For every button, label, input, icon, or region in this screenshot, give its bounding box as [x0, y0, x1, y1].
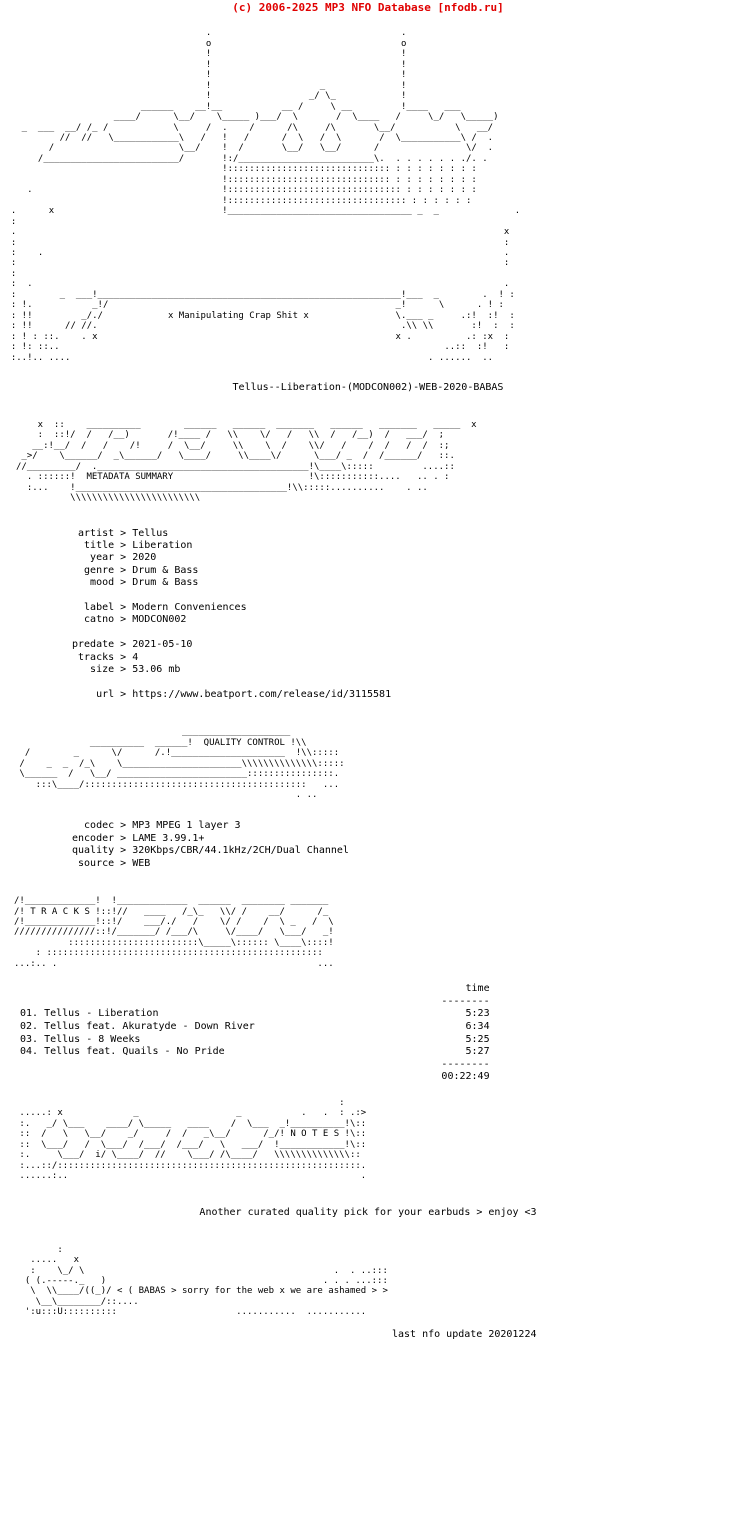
quality-banner-art: ____________________ __________ ______! …: [19, 727, 345, 800]
nfodb-credit: (c) 2006-2025 MP3 NFO Database [nfodb.ru…: [232, 1, 504, 14]
footer-ascii: : ..... x : \_/ \: [0, 1245, 736, 1318]
top-art-pre: . . o o !: [10, 28, 521, 363]
release-name-line: Tellus--Liberation-(MODCON002)-WEB-2020-…: [0, 375, 736, 394]
metadata-banner-art: x :: __________ ______ ______ _______ __…: [16, 419, 477, 504]
release-name: Tellus--Liberation-(MODCON002)-WEB-2020-…: [232, 381, 504, 393]
metadata-banner: x :: __________ ______ ______ _______ __…: [0, 420, 736, 504]
tracklist-pre: time -------- 01. Tellus - Liberation 5:…: [20, 983, 490, 1083]
last-update-line: last nfo update 20201224: [0, 1328, 736, 1340]
last-nfo-update: last nfo update 20201224: [392, 1328, 537, 1340]
top-ascii-art: . . o o !: [0, 18, 736, 363]
tracks-banner: /!_____________! !_____________ ______ _…: [0, 896, 736, 969]
metadata-fields-pre: artist > Tellus title > Liberation year …: [72, 527, 392, 700]
quality-fields-pre: codec > MP3 MPEG 1 layer 3 encoder > LAM…: [72, 820, 349, 869]
metadata-fields: artist > Tellus title > Liberation year …: [0, 528, 736, 702]
quality-fields: codec > MP3 MPEG 1 layer 3 encoder > LAM…: [0, 820, 736, 870]
notes-banner: : .....: x _ _ . . : .:> :. _/ \___ ____…: [0, 1098, 736, 1182]
notes-banner-art: : .....: x _ _ . . : .:> :. _/ \___ ____…: [19, 1097, 367, 1182]
notes-text-line: Another curated quality pick for your ea…: [0, 1200, 736, 1219]
tracklist: time -------- 01. Tellus - Liberation 5:…: [0, 983, 736, 1084]
tracks-banner-art: /!_____________! !_____________ ______ _…: [14, 896, 334, 969]
quality-banner: ____________________ __________ ______! …: [0, 727, 736, 800]
footer-art: : ..... x : \_/ \: [24, 1244, 388, 1318]
notes-text: Another curated quality pick for your ea…: [199, 1206, 537, 1218]
